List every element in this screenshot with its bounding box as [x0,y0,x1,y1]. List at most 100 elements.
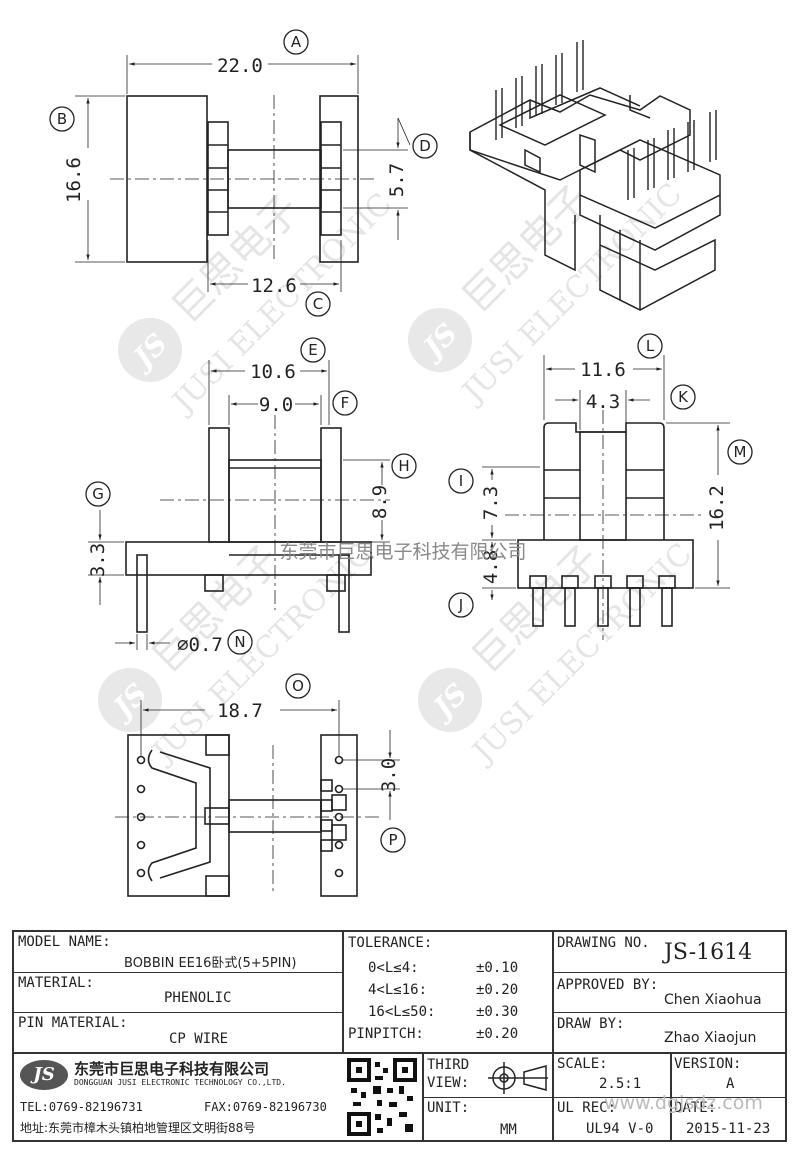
callout-m: M [727,439,753,465]
dim-h-value: 8.9 [369,485,391,519]
callout-i: I [448,468,474,494]
callout-letter: K [678,388,689,406]
top-view [110,95,375,263]
tolerance-row: 16<L≤50: ±0.30 [348,1004,548,1026]
callout-letter: M [734,443,747,461]
side-view [505,410,705,640]
dim-n-value: ⌀0.7 [177,634,223,656]
tolerance-range: 4<L≤16: [368,982,428,998]
tolerance-range: PINPITCH: [348,1026,424,1042]
callout-letter: E [308,341,317,359]
model-name-label: MODEL NAME: [18,934,111,950]
callout-d: D [412,133,438,159]
callout-c: C [305,291,331,317]
dim-g-value: 3.3 [87,543,109,577]
pin-material-label: PIN MATERIAL: [18,1015,128,1031]
dim-c-value: 12.6 [251,275,297,297]
approved-by-label: APPROVED BY: [557,977,659,993]
callout-j: J [448,592,474,618]
dim-j-value: 4.8 [480,550,502,584]
callout-letter: B [57,110,67,128]
dim-f-value: 9.0 [259,394,293,416]
callout-n: N [227,629,253,655]
dim-i-value: 7.3 [480,486,502,520]
company-address: 地址:东莞市樟木头镇柏地管理区文明街88号 [20,1121,256,1135]
date-label: DATE: [674,1100,717,1116]
bottom-view-dimensions [140,700,400,820]
callout-letter: H [398,457,409,475]
company-logo: JS [20,1060,68,1090]
dim-a-value: 22.0 [217,55,263,77]
overlay-company-text: 东莞市巨思电子科技有限公司 [279,541,526,563]
tolerance-value: ±0.10 [476,960,519,976]
approved-by-value: Chen Xiaohua [664,992,762,1008]
tolerance-range: 0<L≤4: [368,960,419,976]
callout-letter: I [459,472,463,490]
tolerance-value: ±0.20 [476,982,519,998]
side-view-dimensions [482,355,730,600]
date-value: 2015-11-23 [686,1121,771,1137]
callout-letter: C [313,295,323,313]
company-cn-name: 东莞市巨思电子科技有限公司 [74,1060,270,1078]
tolerance-range: 16<L≤50: [368,1004,436,1020]
dim-b-value: 16.6 [63,157,85,203]
tolerance-value: ±0.30 [476,1004,519,1020]
bottom-view [115,734,380,897]
site-watermark: www.dgjsdz.com [604,1092,763,1114]
unit-value: MM [500,1122,517,1138]
callout-o: O [285,673,311,699]
callout-b: B [49,106,75,132]
dim-k-value: 4.3 [586,391,620,413]
callout-letter: N [234,633,245,651]
front-view [125,415,390,633]
dim-o-value: 18.7 [217,700,263,722]
material-value: PHENOLIC [164,990,232,1006]
company-en-name: DONGGUAN JUSI ELECTRONIC TECHNOLOGY CO.,… [74,1078,286,1087]
callout-p: P [380,827,406,853]
title-block: MODEL NAME: BOBBIN EE16卧式(5+5PIN) MATERI… [12,930,787,1142]
technical-drawing: JS 巨思电子 JUSI ELECTRONIC JS 巨思电子 JUSI ELE… [49,29,753,897]
callout-letter: F [341,394,350,412]
third-angle-projection-icon [488,1062,548,1094]
callout-letter: L [646,337,655,355]
scale-value: 2.5:1 [599,1076,642,1092]
scale-label: SCALE: [557,1056,608,1072]
model-name-value: BOBBIN EE16卧式(5+5PIN) [124,956,297,971]
dim-p-value: 3.0 [378,758,400,792]
callout-g: G [85,481,111,507]
top-view-dimensions [75,55,411,292]
tolerance-value: ±0.20 [476,1026,519,1042]
tolerance-row: 0<L≤4: ±0.10 [348,960,548,982]
dim-d-value: 5.7 [386,163,408,197]
drawing-no-label: DRAWING NO. [557,935,650,951]
third-view-label: THIRD VIEW: [427,1057,470,1091]
dim-m-value: 16.2 [706,485,728,531]
callout-letter: G [92,485,104,503]
callout-f: F [332,390,358,416]
ul-rec-value: UL94 V-0 [586,1121,654,1137]
qr-code [347,1058,417,1136]
isometric-view [469,40,721,311]
callout-letter: P [388,831,397,849]
callout-l: L [637,333,663,359]
callout-letter: J [458,596,463,614]
version-value: A [726,1076,735,1092]
callout-letter: D [419,137,431,155]
material-label: MATERIAL: [18,975,94,991]
callout-k: K [670,384,696,410]
draw-by-value: Zhao Xiaojun [664,1030,757,1046]
ul-rec-label: UL REC: [557,1100,617,1116]
tolerance-row: PINPITCH: ±0.20 [348,1026,548,1048]
company-tel: TEL:0769-82196731 [20,1100,143,1114]
callout-letter: O [292,677,304,695]
drawing-no-value: JS-1614 [664,940,753,965]
dimension-labels: 22.0 16.6 5.7 12.6 10.6 9.0 8.9 3.3 ⌀0.7… [63,55,728,792]
dim-e-value: 10.6 [250,361,296,383]
dim-l-value: 11.6 [580,359,626,381]
callout-a: A [283,29,309,55]
company-fax: FAX:0769-82196730 [204,1100,327,1114]
pin-material-value: CP WIRE [169,1031,229,1047]
callout-letter: A [291,33,302,51]
unit-label: UNIT: [427,1100,470,1116]
